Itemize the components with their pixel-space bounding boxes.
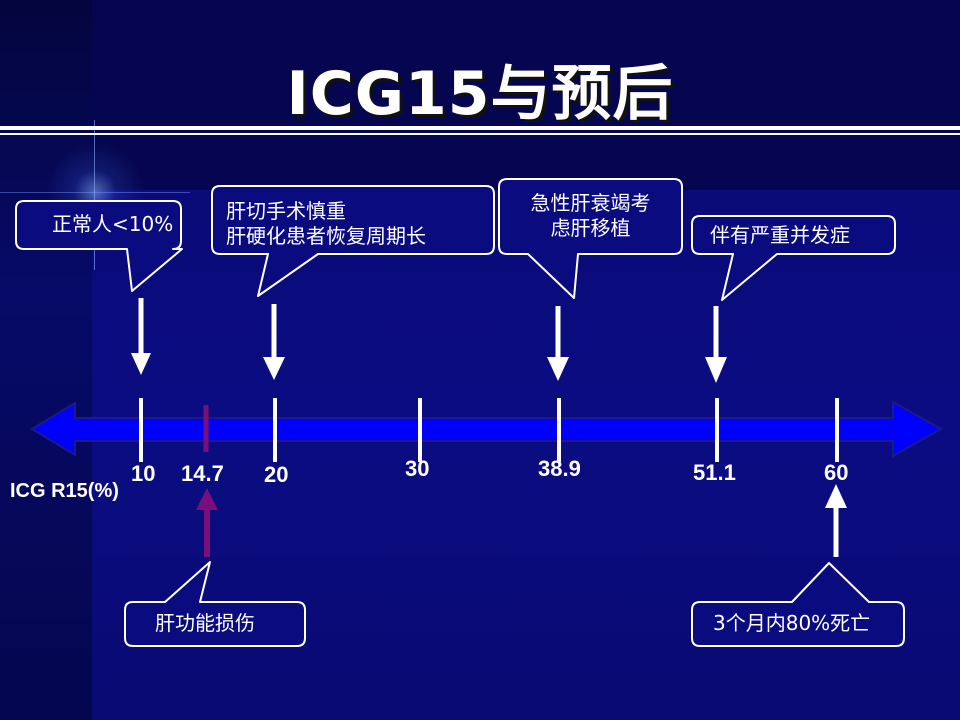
down-arrow-38-9 [547,306,569,381]
callout-mortality-line-1: 3个月内80%死亡 [713,611,871,635]
up-arrow-14-7 [196,488,218,557]
callout-resection-bubble [211,185,495,297]
callout-complication-text: 伴有严重并发症 [710,223,850,248]
background-glow-line-horizontal [0,192,190,193]
callout-resection-line-1: 肝切手术慎重 [226,199,346,223]
callout-resection-line-2: 肝硬化患者恢复周期长 [226,224,426,248]
callout-normal-text: 正常人<10% [52,212,173,237]
callout-liver-damage-text: 肝功能损伤 [155,611,255,636]
callout-resection-text: 肝切手术慎重 肝硬化患者恢复周期长 [226,199,426,249]
callout-liver-damage-bubble [124,561,306,647]
callout-liver-damage-line-1: 肝功能损伤 [155,611,255,635]
tick-label-14-7: 14.7 [181,461,224,486]
tick-label-10: 10 [131,461,156,486]
up-arrow-60 [825,484,847,557]
callout-complication-bubble [691,215,896,301]
slide-title: ICG15与预后 [286,59,674,129]
callout-transplant-bubble [498,178,683,299]
callout-mortality-bubble [691,562,905,647]
tick-label-51-1: 51.1 [693,460,736,485]
callout-transplant-text: 急性肝衰竭考 虑肝移植 [499,191,682,241]
axis-arrow [30,400,944,458]
callout-normal-line-1: 正常人<10% [52,212,174,236]
callout-normal-bubble [15,200,183,292]
callout-transplant-line-2: 虑肝移植 [550,216,631,240]
callout-mortality-text: 3个月内80%死亡 [713,611,870,636]
down-arrow-10 [131,298,151,375]
tick-label-30: 30 [405,456,430,481]
tick-label-38-9: 38.9 [538,456,581,481]
down-arrow-51-1 [705,306,727,383]
title-rule-thin [0,133,960,135]
axis-label: ICG R15(%) [10,480,119,502]
down-arrow-20 [263,304,285,380]
tick-label-20: 20 [264,462,289,487]
callout-transplant-line-1: 急性肝衰竭考 [530,191,651,215]
tick-label-60: 60 [824,460,849,485]
background-glow-line-vertical [94,120,95,270]
callout-complication-line-1: 伴有严重并发症 [710,223,850,247]
title-rule-thick [0,126,960,130]
